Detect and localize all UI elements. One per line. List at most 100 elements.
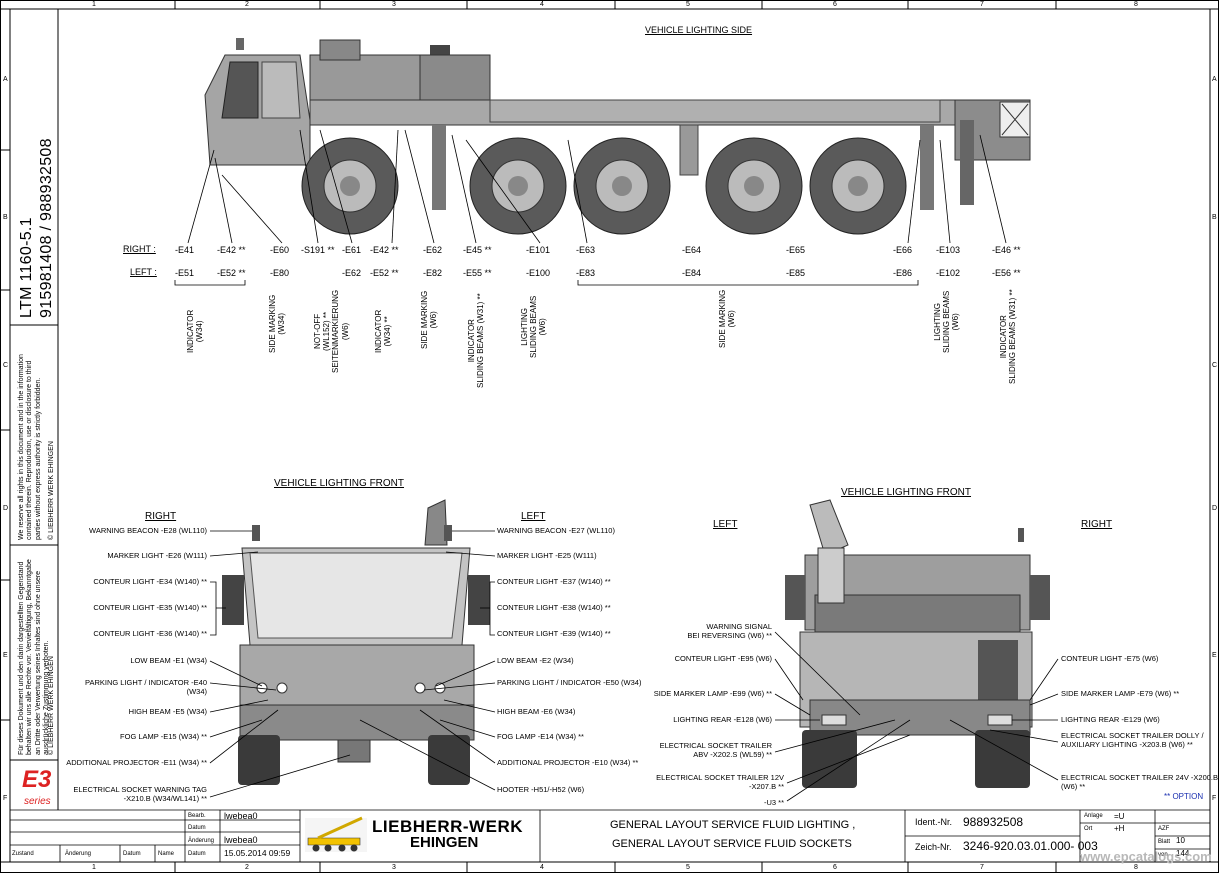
rear-right-label: LIGHTING REAR -E129 (W6)	[1061, 715, 1160, 724]
row-letter-right: F	[1212, 795, 1217, 802]
column-number-bottom: 7	[980, 864, 984, 871]
drawing-title-2: GENERAL LAYOUT SERVICE FLUID SOCKETS	[612, 838, 852, 850]
left-code: -E83	[576, 268, 596, 278]
datum-label: Datum	[188, 825, 206, 831]
rear-right-label: ELECTRICAL SOCKET TRAILER DOLLY / AUXILI…	[1061, 731, 1204, 749]
rear-left-label: ELECTRICAL SOCKET TRAILER ABV -X202.S (W…	[659, 741, 772, 759]
row-letter-left: A	[3, 76, 8, 83]
rear-left-label: ELECTRICAL SOCKET TRAILER 12V -X207.B **	[656, 773, 784, 791]
right-code: -E60	[270, 245, 290, 255]
front-left-label: HIGH BEAM -E5 (W34)	[128, 707, 207, 716]
front-right-label: CONTEUR LIGHT -E37 (W140) **	[497, 577, 611, 586]
rear-left-label: LIGHTING REAR -E128 (W6)	[673, 715, 772, 724]
front-left-heading: LEFT	[521, 511, 546, 522]
rear-view-title: VEHICLE LIGHTING FRONT	[841, 487, 972, 498]
rev-col-datum: Datum	[123, 851, 141, 857]
row-letter-right: D	[1212, 505, 1218, 512]
row-letter-left: D	[3, 505, 9, 512]
right-code: -E41	[175, 245, 195, 255]
azf-label: AZF	[1158, 826, 1170, 832]
e3-logo-sub: series	[24, 796, 51, 807]
rear-right-label: SIDE MARKER LAMP -E79 (W6) **	[1061, 689, 1180, 698]
right-code: -E61	[342, 245, 362, 255]
front-right-label: CONTEUR LIGHT -E39 (W140) **	[497, 629, 611, 638]
front-right-label: MARKER LIGHT -E25 (W111)	[497, 551, 597, 560]
rear-left-label: CONTEUR LIGHT -E95 (W6)	[674, 654, 772, 663]
column-number-top: 6	[833, 1, 837, 8]
rear-left-heading: LEFT	[713, 519, 738, 530]
rev-col-aenderung: Änderung	[65, 851, 92, 857]
column-number-bottom: 8	[1134, 864, 1138, 871]
side-wheels	[301, 137, 907, 235]
row-letter-right: B	[1212, 214, 1217, 221]
anlage-value: =U	[1114, 812, 1125, 821]
front-left-label: ELECTRICAL SOCKET WARNING TAG -X210.B (W…	[73, 785, 207, 803]
row-letter-left: C	[3, 362, 9, 369]
column-number-bottom: 2	[245, 864, 249, 871]
company-name-line2: EHINGEN	[410, 834, 479, 851]
datum2-label: Datum	[188, 851, 206, 857]
right-row-label: RIGHT :	[123, 244, 156, 254]
front-left-label: MARKER LIGHT -E26 (W111)	[107, 551, 207, 560]
front-right-label: FOG LAMP -E14 (W34) **	[497, 732, 584, 741]
left-code: -E80	[270, 268, 290, 278]
row-letter-left: B	[3, 214, 8, 221]
column-number-top: 1	[92, 1, 96, 8]
rear-left-label: WARNING SIGNAL BEI REVERSING (W6) **	[687, 622, 772, 640]
rev-col-name: Name	[158, 851, 175, 857]
front-left-label: ADDITIONAL PROJECTOR -E11 (W34) **	[66, 758, 207, 767]
anlage-label: Anlage	[1084, 813, 1103, 819]
zeich-value: 3246-920.03.01.000- 003	[963, 839, 1098, 853]
front-right-label: CONTEUR LIGHT -E38 (W140) **	[497, 603, 611, 612]
column-number-bottom: 5	[686, 864, 690, 871]
front-right-label: HIGH BEAM -E6 (W34)	[497, 707, 576, 716]
rear-right-heading: RIGHT	[1081, 519, 1113, 530]
left-code: -E56 **	[992, 268, 1021, 278]
left-code: -E52 **	[217, 268, 246, 278]
row-letter-right: A	[1212, 76, 1217, 83]
aenderung-label: Änderung	[188, 838, 215, 844]
von-value: 144	[1176, 849, 1190, 858]
company-name-line1: LIEBHERR-WERK	[372, 817, 523, 836]
row-letter-left: F	[3, 795, 8, 802]
right-code: -E42 **	[217, 245, 246, 255]
right-code: -E63	[576, 245, 596, 255]
option-note: ** OPTION	[1164, 792, 1204, 801]
column-number-top: 3	[392, 1, 396, 8]
bearb-label: Bearb.	[188, 813, 206, 819]
front-right-label: HOOTER -H51/-H52 (W6)	[497, 785, 585, 794]
right-code: -E101	[526, 245, 551, 255]
rev-col-zustand: Zustand	[12, 851, 34, 857]
front-right-label: LOW BEAM -E2 (W34)	[497, 656, 574, 665]
rear-right-label: CONTEUR LIGHT -E75 (W6)	[1061, 654, 1159, 663]
drawing-title-1: GENERAL LAYOUT SERVICE FLUID LIGHTING ,	[610, 819, 856, 831]
right-code: -E45 **	[463, 245, 492, 255]
rear-left-label: -U3 **	[763, 798, 784, 807]
right-code: -E103	[936, 245, 961, 255]
front-left-label: WARNING BEACON -E28 (WL110)	[89, 526, 207, 535]
left-code: -E84	[682, 268, 702, 278]
right-code: -S191 **	[301, 245, 335, 255]
right-code: -E64	[682, 245, 702, 255]
right-code: -E46 **	[992, 245, 1021, 255]
front-right-label: WARNING BEACON -E27 (WL110)	[497, 526, 615, 535]
column-number-bottom: 6	[833, 864, 837, 871]
column-number-top: 2	[245, 1, 249, 8]
right-code: -E62	[423, 245, 443, 255]
blatt-label: Blatt	[1158, 839, 1171, 845]
front-left-label: PARKING LIGHT / INDICATOR -E40 (W34)	[85, 678, 207, 696]
zeich-label: Zeich-Nr.	[915, 842, 952, 852]
column-number-bottom: 1	[92, 864, 96, 871]
column-number-top: 5	[686, 1, 690, 8]
ident-value: 988932508	[963, 815, 1024, 829]
column-number-bottom: 3	[392, 864, 396, 871]
rear-right-label: ELECTRICAL SOCKET TRAILER 24V -X200.B (W…	[1061, 773, 1219, 791]
right-code: -E42 **	[370, 245, 399, 255]
ort-label: Ort	[1084, 826, 1093, 832]
left-code: -E51	[175, 268, 195, 278]
left-code: -E102	[936, 268, 961, 278]
ident-label: Ident.-Nr.	[915, 817, 953, 827]
left-row-label: LEFT :	[130, 267, 157, 277]
